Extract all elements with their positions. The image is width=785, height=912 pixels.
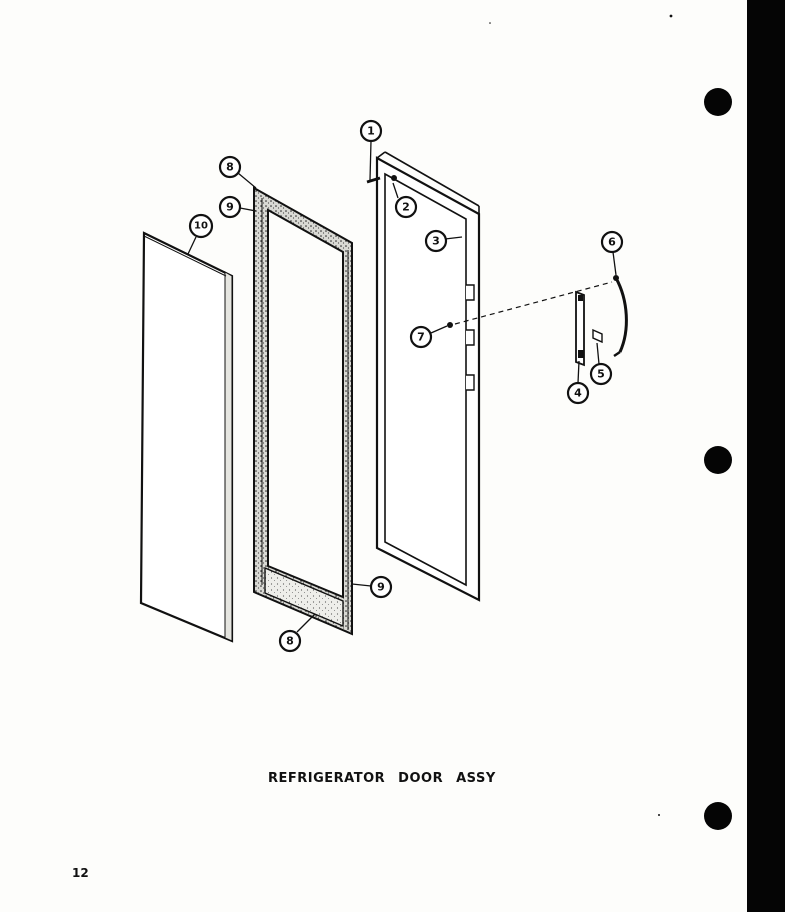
callout-8-bottom: 8 — [278, 629, 302, 653]
callout-9-bottom: 9 — [369, 575, 393, 599]
svg-text:6: 6 — [608, 236, 616, 249]
page-number: 12 — [72, 866, 89, 880]
punch-hole-top — [704, 88, 732, 116]
svg-text:10: 10 — [194, 221, 208, 232]
plug-part-7 — [447, 322, 453, 328]
binding-edge — [747, 0, 785, 912]
inner-door-liner-part-3 — [366, 151, 481, 602]
callout-7: 7 — [409, 325, 433, 349]
callout-6: 6 — [600, 230, 624, 254]
svg-text:7: 7 — [417, 331, 425, 344]
callout-3: 3 — [424, 229, 448, 253]
alignment-dashed-line — [454, 281, 613, 325]
punch-hole-bottom — [704, 802, 732, 830]
svg-text:5: 5 — [597, 368, 605, 381]
callout-4: 4 — [566, 381, 590, 405]
gasket-frame-part-8-9 — [253, 186, 353, 636]
svg-text:8: 8 — [226, 161, 234, 174]
callout-10: 10 — [188, 213, 214, 239]
diagram-title: REFRIGERATOR DOOR ASSY — [268, 771, 496, 786]
leader-lines — [187, 140, 617, 633]
svg-text:1: 1 — [367, 125, 375, 138]
svg-text:8: 8 — [286, 635, 294, 648]
svg-text:4: 4 — [574, 387, 582, 400]
svg-text:3: 3 — [432, 235, 440, 248]
svg-text:9: 9 — [377, 581, 385, 594]
punch-hole-middle — [704, 446, 732, 474]
callout-8-top: 8 — [218, 155, 242, 179]
callout-2: 2 — [394, 195, 418, 219]
callout-9-top: 9 — [218, 195, 242, 219]
svg-text:9: 9 — [226, 201, 234, 214]
door-panel-part-10 — [139, 231, 234, 643]
svg-text:2: 2 — [402, 201, 410, 214]
handle-hardware-part-4-5-6 — [575, 275, 628, 367]
callout-1: 1 — [359, 119, 383, 143]
callout-5: 5 — [589, 362, 613, 386]
